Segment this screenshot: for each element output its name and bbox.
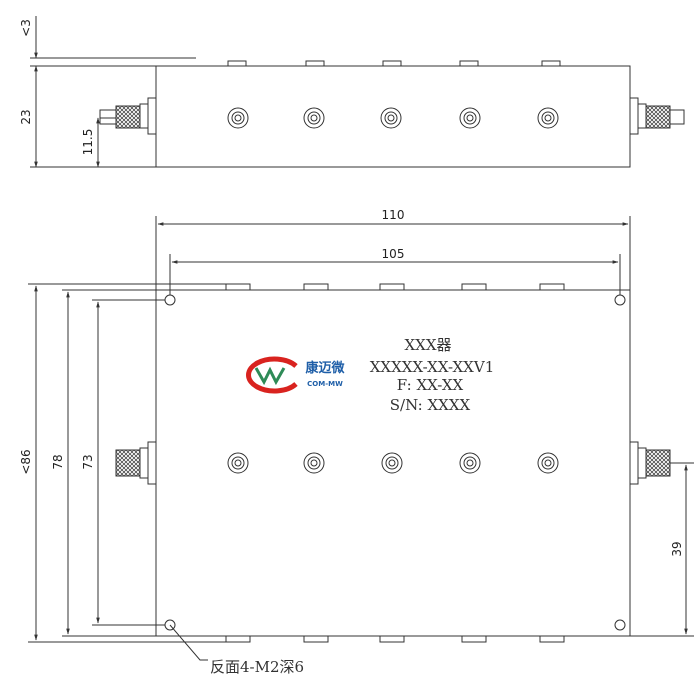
product-model: XXXXX-XX-XXV1 (370, 358, 494, 376)
side-view (30, 16, 685, 168)
side-tuning-screws (227, 107, 559, 129)
side-left-connector (99, 97, 157, 135)
top-left-connector (115, 441, 157, 485)
top-edge-nuts (225, 283, 565, 291)
dim-connector-offset: 39 (670, 541, 684, 556)
logo-name: 康迈微 (305, 360, 345, 376)
top-right-connector (629, 441, 671, 485)
product-frequency: F: XX-XX (397, 376, 464, 394)
dim-side-height: 23 (19, 109, 33, 124)
top-body (155, 289, 631, 637)
dim-hole-spacing-x: 105 (382, 247, 405, 261)
mounting-callout: 反面4-M2深6 (210, 658, 304, 676)
dim-hole-spacing-y: 73 (81, 454, 95, 469)
side-top-nuts (227, 60, 561, 67)
company-logo: 康迈微 COM-MW (246, 356, 345, 394)
bottom-edge-nuts (225, 635, 565, 643)
top-tuning-screws (227, 452, 559, 474)
logo-sub: COM-MW (307, 380, 343, 388)
side-right-connector (629, 97, 685, 135)
dim-top-gap: <3 (19, 19, 33, 37)
product-serial: S/N: XXXX (390, 396, 471, 414)
dim-connector-height: 11.5 (81, 129, 95, 156)
callout-leader (169, 624, 208, 661)
dim-width-overall: 110 (382, 208, 405, 222)
dim-height-body: 78 (51, 454, 65, 469)
top-view (28, 216, 694, 661)
product-name: XXX器 (404, 336, 451, 354)
dim-height-overall: <86 (19, 449, 33, 474)
